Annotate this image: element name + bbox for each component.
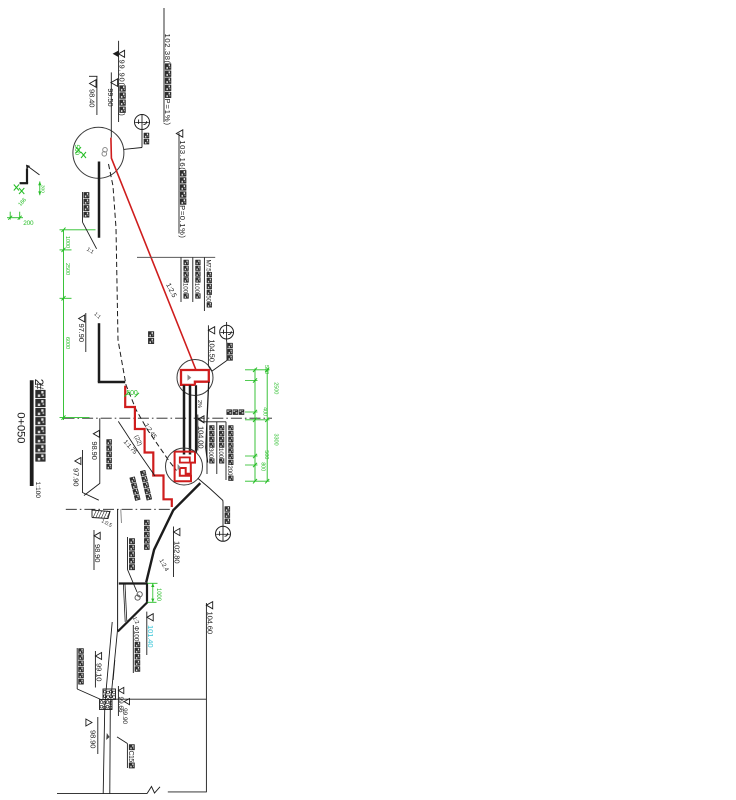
svg-text:100: 100 <box>181 283 188 294</box>
svg-text:200: 200 <box>226 465 233 476</box>
svg-text:1:0.5: 1:0.5 <box>100 518 113 529</box>
svg-text:101.40: 101.40 <box>146 625 155 648</box>
svg-text:1:2.4: 1:2.4 <box>158 558 170 573</box>
svg-text:300: 300 <box>40 185 46 193</box>
svg-text:100: 100 <box>193 283 200 294</box>
svg-text:104.50: 104.50 <box>207 339 216 362</box>
svg-text:0+050: 0+050 <box>14 412 26 443</box>
svg-text:500: 500 <box>263 450 269 459</box>
svg-text:99.90(: 99.90( <box>117 60 126 86</box>
svg-text:102.38(: 102.38( <box>163 34 172 64</box>
svg-text:102.80: 102.80 <box>173 541 182 564</box>
svg-text:C15: C15 <box>127 751 134 763</box>
svg-text:100: 100 <box>217 448 224 459</box>
svg-text:98.90: 98.90 <box>93 544 102 562</box>
svg-text:104.60: 104.60 <box>205 612 214 635</box>
svg-text:2500: 2500 <box>64 263 70 275</box>
svg-text:Ф100: Ф100 <box>133 626 140 642</box>
svg-text:1:100: 1:100 <box>34 482 41 499</box>
svg-text:1:1: 1:1 <box>92 311 101 320</box>
svg-text:500: 500 <box>263 365 269 374</box>
svg-text:99.66: 99.66 <box>117 697 124 713</box>
svg-text:(22): (22) <box>132 434 143 447</box>
svg-text:300: 300 <box>207 448 214 459</box>
svg-text:400: 400 <box>262 407 268 416</box>
svg-text:1000: 1000 <box>64 236 70 248</box>
svg-text:1:2: 1:2 <box>131 616 140 626</box>
svg-text:800: 800 <box>260 462 266 471</box>
svg-text:6000: 6000 <box>64 337 70 349</box>
svg-text:P=1%): P=1%) <box>163 98 172 125</box>
svg-text:98.40: 98.40 <box>88 89 97 107</box>
svg-text:): ) <box>117 113 126 116</box>
svg-text:99.10: 99.10 <box>94 663 103 681</box>
svg-text:3300: 3300 <box>272 434 278 446</box>
svg-text:1000: 1000 <box>155 588 161 602</box>
svg-text:99.90: 99.90 <box>121 708 128 724</box>
svg-text:97.90: 97.90 <box>77 324 86 342</box>
svg-text:103.16(: 103.16( <box>178 140 187 170</box>
svg-text:98.90: 98.90 <box>88 730 97 748</box>
svg-text:99.50: 99.50 <box>106 88 115 106</box>
svg-text:50: 50 <box>205 295 212 302</box>
svg-text:166: 166 <box>18 197 28 208</box>
svg-text:M7.5: M7.5 <box>205 260 212 273</box>
svg-text:500: 500 <box>126 390 137 397</box>
svg-text:98.90: 98.90 <box>90 441 99 459</box>
svg-text:2500: 2500 <box>272 382 278 394</box>
svg-text:200: 200 <box>23 220 34 227</box>
svg-text:1:1: 1:1 <box>85 247 94 256</box>
svg-text:P=0.1%): P=0.1%) <box>178 205 187 238</box>
svg-text:500: 500 <box>73 145 80 156</box>
svg-text:2#: 2# <box>32 379 46 390</box>
svg-text:97.90: 97.90 <box>72 468 81 486</box>
svg-text:104.00: 104.00 <box>197 426 206 449</box>
svg-text:2%: 2% <box>196 400 202 408</box>
